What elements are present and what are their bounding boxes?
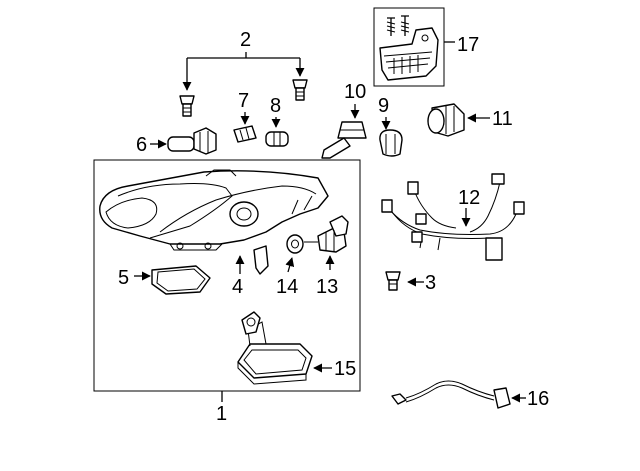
- bolt-icon: [292, 79, 308, 101]
- bolt-icon: [385, 271, 401, 291]
- label-12: 12: [458, 187, 480, 209]
- headlamp-assembly-icon: [99, 169, 329, 275]
- label-3: 3: [425, 272, 436, 294]
- label-2: 2: [240, 29, 251, 51]
- bulb-icon: [379, 129, 403, 157]
- ballast-icon: [237, 311, 313, 385]
- label-16: 16: [527, 388, 549, 410]
- gasket-icon: [151, 265, 211, 295]
- label-10: 10: [344, 81, 366, 103]
- socket-icon: [427, 103, 465, 137]
- bracket-kit-box: [373, 7, 445, 87]
- bulb-icon: [265, 131, 289, 147]
- bracket-icon: [379, 27, 439, 81]
- label-1: 1: [216, 403, 227, 425]
- label-17: 17: [457, 34, 479, 56]
- label-8: 8: [270, 95, 281, 117]
- headlamp-assembly-box: [93, 159, 361, 392]
- label-14: 14: [276, 276, 298, 298]
- label-4: 4: [232, 276, 243, 298]
- label-11: 11: [492, 108, 513, 130]
- bulb-icon: [167, 127, 217, 155]
- label-9: 9: [378, 95, 389, 117]
- seal-ring-icon: [286, 234, 304, 254]
- label-13: 13: [316, 276, 338, 298]
- bulb-icon: [321, 121, 367, 159]
- bolt-icon: [179, 95, 195, 117]
- wire-harness-icon: [381, 173, 525, 261]
- label-5: 5: [118, 267, 129, 289]
- label-6: 6: [136, 134, 147, 156]
- screw-icon: [386, 15, 410, 36]
- bulb-icon: [304, 215, 349, 253]
- label-7: 7: [238, 90, 249, 112]
- bulb-icon: [233, 125, 257, 143]
- wire-lead-icon: [391, 380, 511, 409]
- label-15: 15: [334, 358, 356, 380]
